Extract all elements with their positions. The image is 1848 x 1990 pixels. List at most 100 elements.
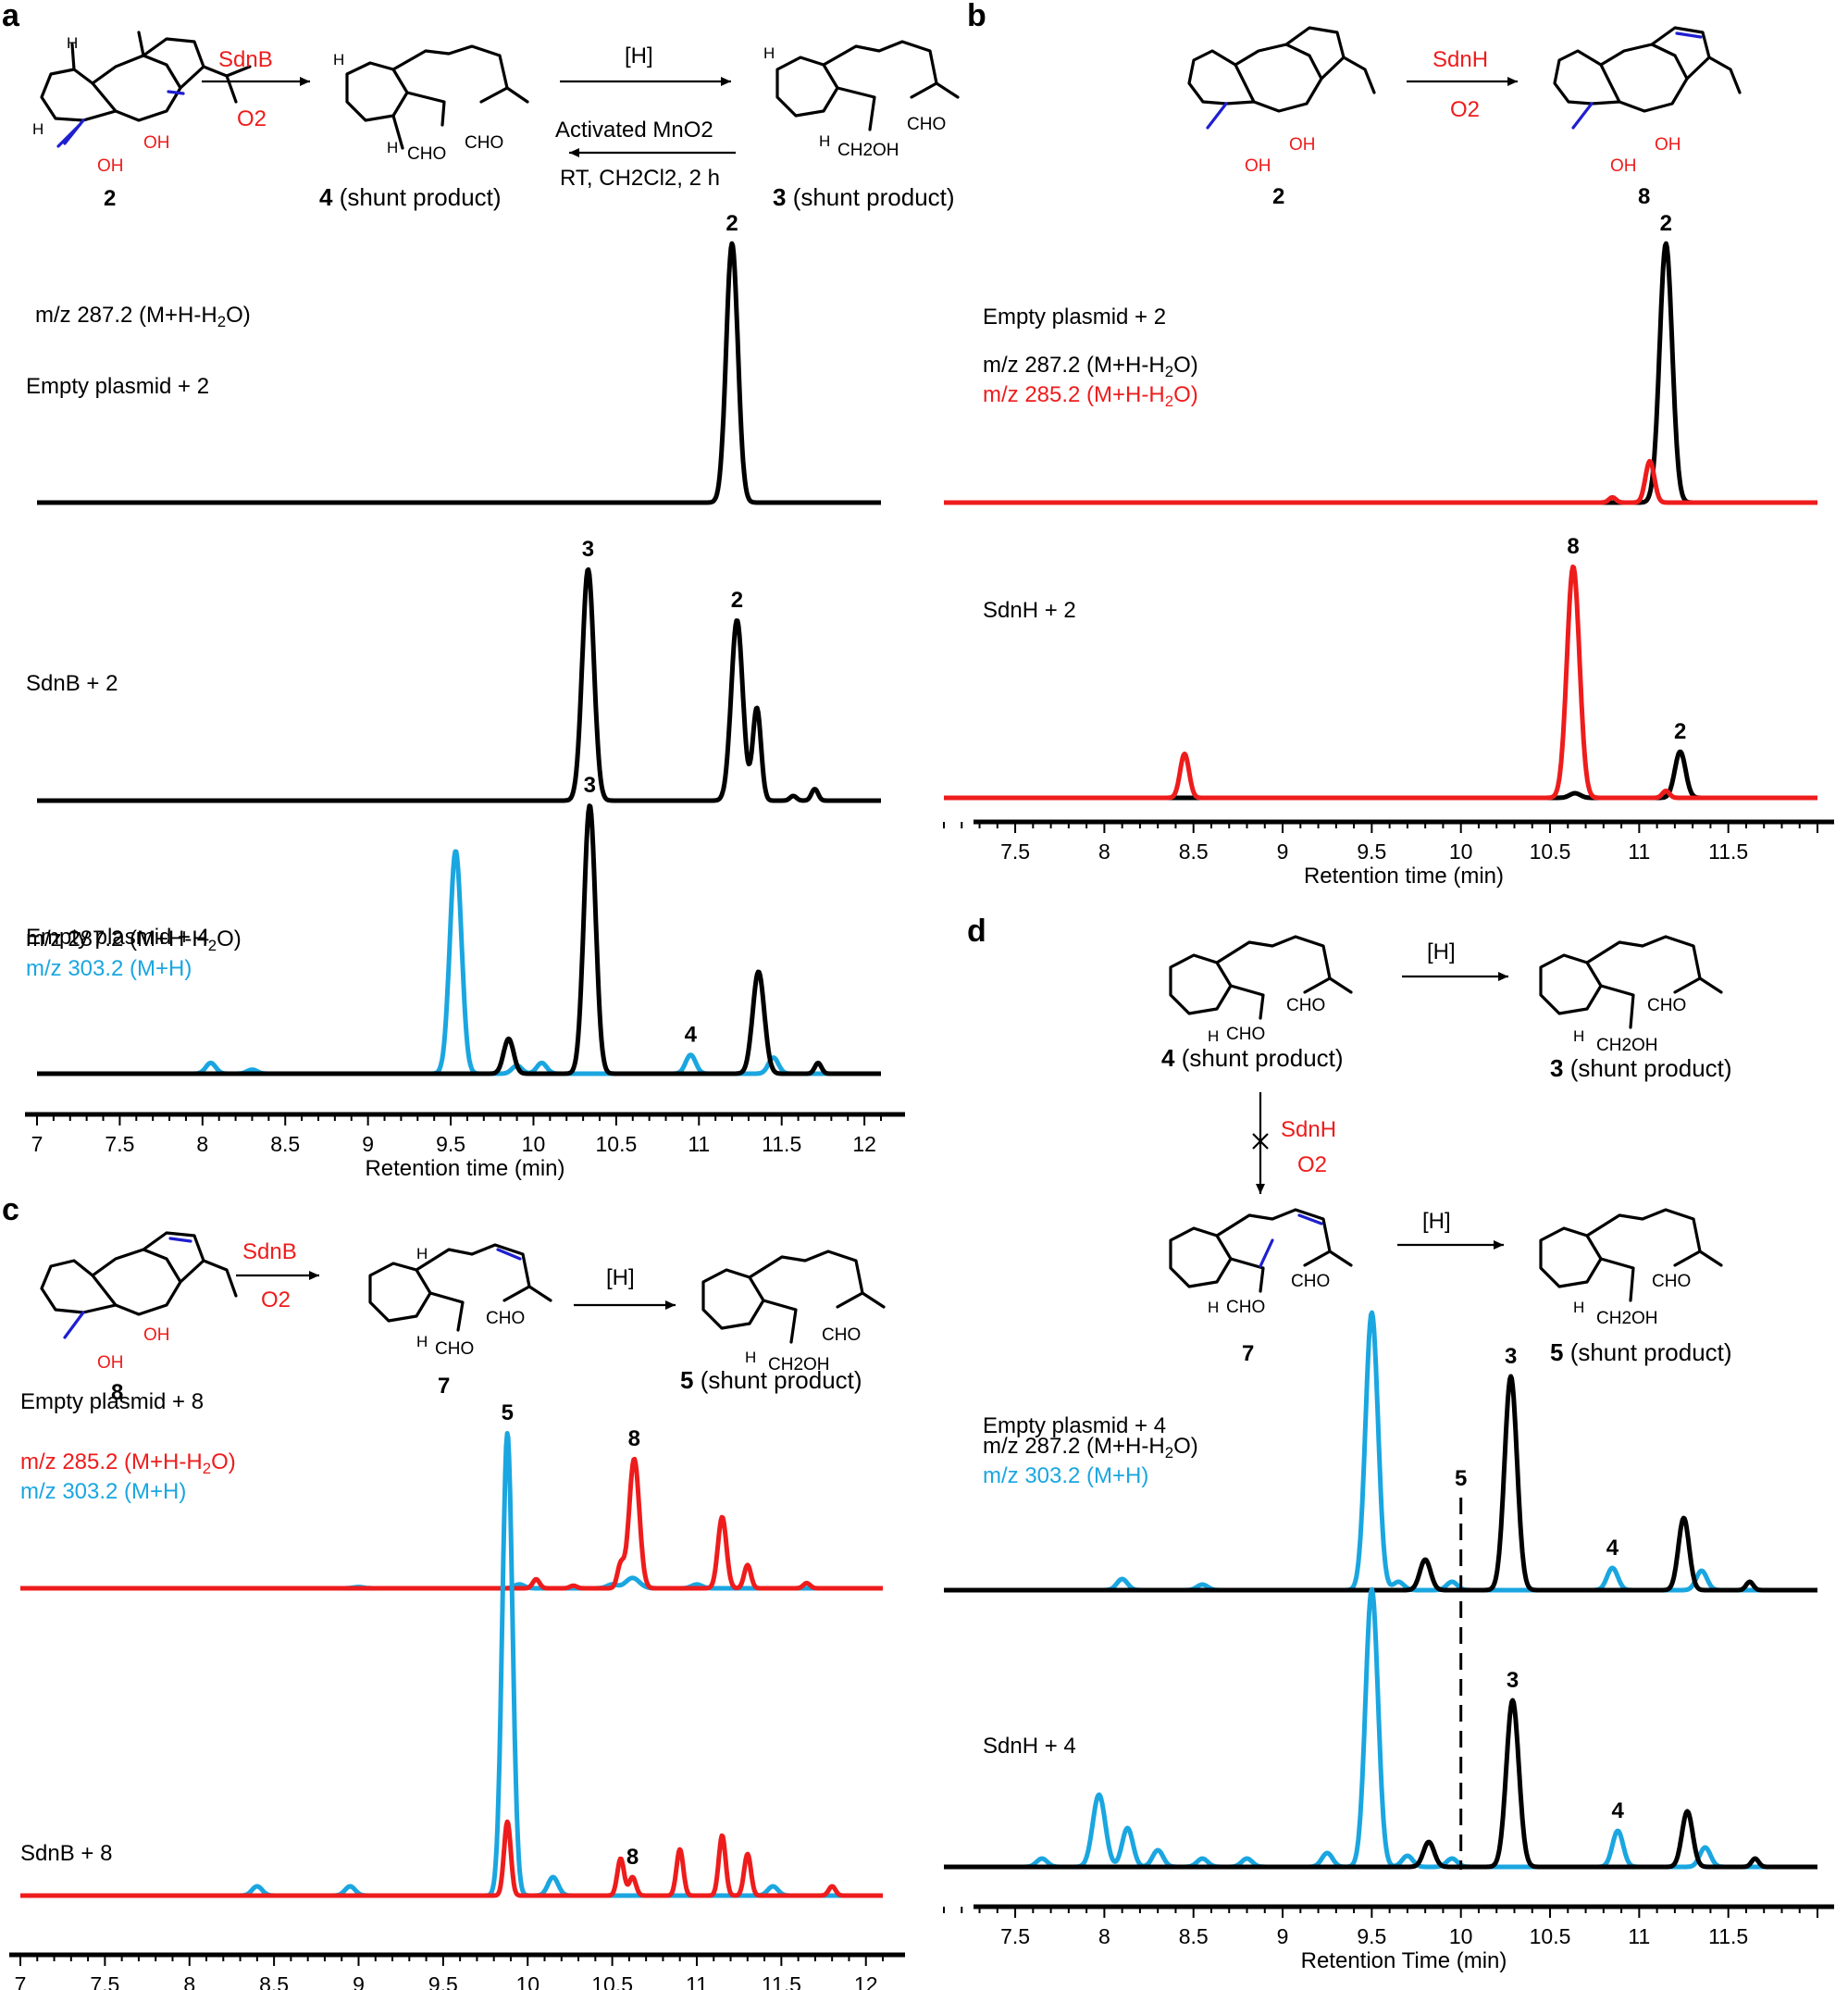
- cho-label-2: CHO: [407, 144, 446, 164]
- series-line-black: [35, 241, 883, 505]
- series-line-black: [942, 1698, 1819, 1870]
- trace-d-2: SdnH + 434: [942, 1586, 1819, 1870]
- trace-label: Empty plasmid + 4: [26, 925, 209, 950]
- h-label-8: H: [416, 1333, 428, 1350]
- x-tick-label: 9.5: [1357, 1924, 1386, 1948]
- compound-label-3a-num: 3: [773, 183, 786, 211]
- peak-label: 4: [685, 1023, 698, 1048]
- reverse-bottom-label-a: RT, CH2Cl2, 2 h: [560, 166, 720, 191]
- enzyme-label-b: SdnH: [1433, 47, 1488, 72]
- h-label-1: H: [67, 34, 78, 52]
- series-line-red: [19, 1456, 885, 1591]
- compound-label-8b: 8: [1638, 184, 1650, 209]
- reverse-top-label-a: Activated MnO2: [555, 118, 713, 143]
- h-label-9: H: [745, 1349, 756, 1366]
- scheme-c: OH OH 8 SdnB O2 H H CHO CHO 7 [H] H CHO …: [40, 1231, 886, 1405]
- h-label-2: H: [32, 120, 43, 138]
- ch2oh-label-3: CH2OH: [1596, 1036, 1658, 1055]
- cho-label-3: CHO: [907, 115, 946, 134]
- oxidant-label-a: O2: [237, 106, 267, 131]
- oh-label-5: OH: [1610, 156, 1637, 176]
- cho-label-12: CHO: [1652, 1272, 1691, 1291]
- x-tick-label: 7: [31, 1132, 43, 1156]
- arrowhead-sdnb-c: [309, 1271, 319, 1280]
- arrowhead-reduction-d2: [1494, 1240, 1504, 1250]
- structure-compound-8-c: [40, 1231, 238, 1339]
- compound-label-5c: 5 (shunt product): [680, 1366, 862, 1394]
- chart-a: Empty plasmid + 2m/z 287.2 (M+H-H2O)2Sdn…: [25, 211, 905, 1181]
- cho-label-1: CHO: [465, 133, 503, 153]
- compound-label-5c-suffix: (shunt product): [693, 1366, 862, 1394]
- legend-entry: m/z 285.2 (M+H-H2O): [20, 1449, 236, 1477]
- legend-entry: m/z 303.2 (M+H): [983, 1463, 1148, 1488]
- oh-label-3: OH: [1245, 156, 1271, 176]
- x-tick-label: 8.5: [1179, 840, 1209, 864]
- arrowhead-reduction-d1: [1498, 972, 1508, 981]
- arrowhead-blocked-d: [1256, 1184, 1265, 1194]
- x-tick-label: 8.5: [270, 1132, 300, 1156]
- peak-label: 3: [582, 537, 594, 562]
- trace-label: Empty plasmid + 2: [983, 305, 1166, 330]
- panel-letter-b: b: [967, 0, 986, 33]
- x-tick-label: 12: [854, 1972, 878, 1990]
- compound-label-5d-suffix: (shunt product): [1563, 1338, 1731, 1366]
- x-tick-label: 10.5: [591, 1972, 633, 1990]
- ch2oh-label-2: CH2OH: [768, 1355, 830, 1374]
- legend-entry: m/z 287.2 (M+H-H2O): [983, 353, 1198, 380]
- compound-label-4d: 4 (shunt product): [1161, 1044, 1344, 1072]
- peak-label: 4: [1612, 1798, 1625, 1823]
- x-tick-label: 11.5: [1708, 1924, 1748, 1948]
- structure-compound-5-c: [701, 1250, 886, 1344]
- compound-label-3d-suffix: (shunt product): [1563, 1054, 1731, 1082]
- x-tick-label: 8: [196, 1132, 208, 1156]
- x-tick-label: 8: [1098, 840, 1110, 864]
- series-line-cyan: [942, 1586, 1819, 1870]
- ch2oh-label-1: CH2OH: [837, 141, 899, 160]
- series-line-black: [942, 749, 1819, 801]
- oh-label-2: OH: [143, 133, 170, 153]
- chart-b: Empty plasmid + 2 m/z 287.2 (M+H-H2O)m/z …: [942, 211, 1834, 889]
- peak-label: 8: [628, 1426, 640, 1451]
- blocked-mark-icon: [1252, 1133, 1269, 1150]
- trace-label: SdnB + 2: [26, 671, 118, 696]
- oh-label-4: OH: [1289, 135, 1316, 155]
- series-line-black: [35, 566, 883, 803]
- x-tick-label: 9.5: [428, 1972, 458, 1990]
- trace-label: Empty plasmid + 8: [20, 1389, 204, 1414]
- oxidant-label-b: O2: [1450, 97, 1480, 122]
- panel-letter-c: c: [2, 1192, 19, 1227]
- x-tick-label: 9.5: [1357, 840, 1386, 864]
- enzyme-label-c: SdnB: [242, 1239, 297, 1264]
- compound-label-2a: 2: [104, 186, 116, 211]
- oh-label-1: OH: [97, 156, 124, 176]
- structure-compound-7-d: [1169, 1208, 1353, 1293]
- series-line-black: [942, 1374, 1819, 1593]
- cho-label-9: CHO: [1647, 996, 1686, 1015]
- x-tick-label: 11: [686, 1972, 708, 1990]
- x-tick-label: 8: [183, 1972, 195, 1990]
- oh-label-8: OH: [143, 1325, 170, 1345]
- trace-label: Empty plasmid + 4: [983, 1413, 1166, 1438]
- structure-compound-4-a: [345, 44, 529, 150]
- peak-label: 3: [584, 773, 596, 798]
- x-tick-label: 11: [688, 1132, 710, 1156]
- compound-label-4a-suffix: (shunt product): [332, 183, 501, 211]
- x-tick-label: 10: [515, 1972, 540, 1990]
- trace-b-2: SdnH + 282: [942, 534, 1819, 801]
- x-tick-label: 9: [1277, 1924, 1289, 1948]
- compound-label-3a: 3 (shunt product): [773, 183, 955, 211]
- oh-label-7: OH: [97, 1353, 124, 1373]
- arrowhead-reverse-a: [569, 148, 579, 157]
- series-line-black: [35, 803, 883, 1076]
- legend-entry: m/z 285.2 (M+H-H2O): [983, 382, 1198, 410]
- marker-label: 5: [1455, 1466, 1467, 1491]
- peak-label: 2: [731, 588, 743, 613]
- h-label-4: H: [387, 139, 398, 156]
- legend-entry: m/z 287.2 (M+H-H2O): [26, 927, 242, 954]
- legend-entry: m/z 303.2 (M+H): [26, 956, 192, 981]
- x-tick-label: 11.5: [762, 1132, 801, 1156]
- cho-label-5: CHO: [435, 1339, 474, 1359]
- panel-letter-d: d: [967, 914, 986, 949]
